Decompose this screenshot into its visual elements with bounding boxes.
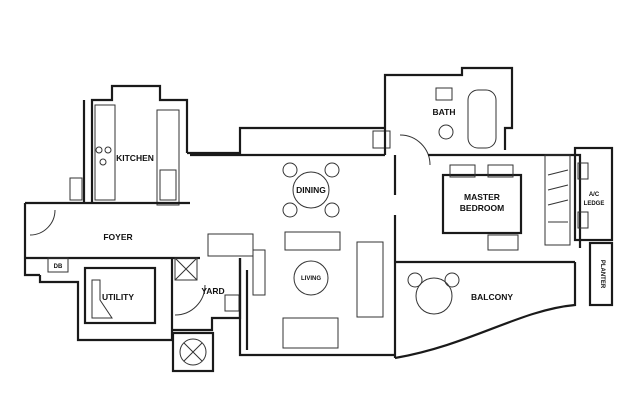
master-bedroom-room bbox=[395, 153, 582, 264]
utility-room bbox=[38, 258, 174, 342]
foyer-room bbox=[23, 201, 200, 277]
label-master-2: BEDROOM bbox=[460, 203, 504, 213]
balcony-area bbox=[394, 262, 577, 360]
bath-room bbox=[383, 66, 514, 166]
ac-ledge bbox=[573, 146, 614, 242]
label-ac-1: A/C bbox=[589, 192, 600, 198]
label-yard: YARD bbox=[201, 286, 224, 296]
label-dining: DINING bbox=[296, 185, 326, 195]
label-master-1: MASTER bbox=[464, 192, 500, 202]
label-balcony: BALCONY bbox=[471, 292, 513, 302]
label-planter: PLANTER bbox=[599, 260, 605, 289]
label-living: LIVING bbox=[301, 276, 321, 282]
label-db: DB bbox=[54, 264, 63, 270]
label-ac-2: LEDGE bbox=[584, 201, 605, 207]
yard-room bbox=[171, 257, 242, 373]
label-bath: BATH bbox=[433, 107, 456, 117]
label-kitchen: KITCHEN bbox=[116, 153, 154, 163]
planter bbox=[588, 241, 614, 307]
label-utility: UTILITY bbox=[102, 292, 134, 302]
kitchen-room bbox=[69, 84, 189, 206]
label-foyer: FOYER bbox=[103, 232, 132, 242]
living-dining-area bbox=[187, 126, 397, 358]
